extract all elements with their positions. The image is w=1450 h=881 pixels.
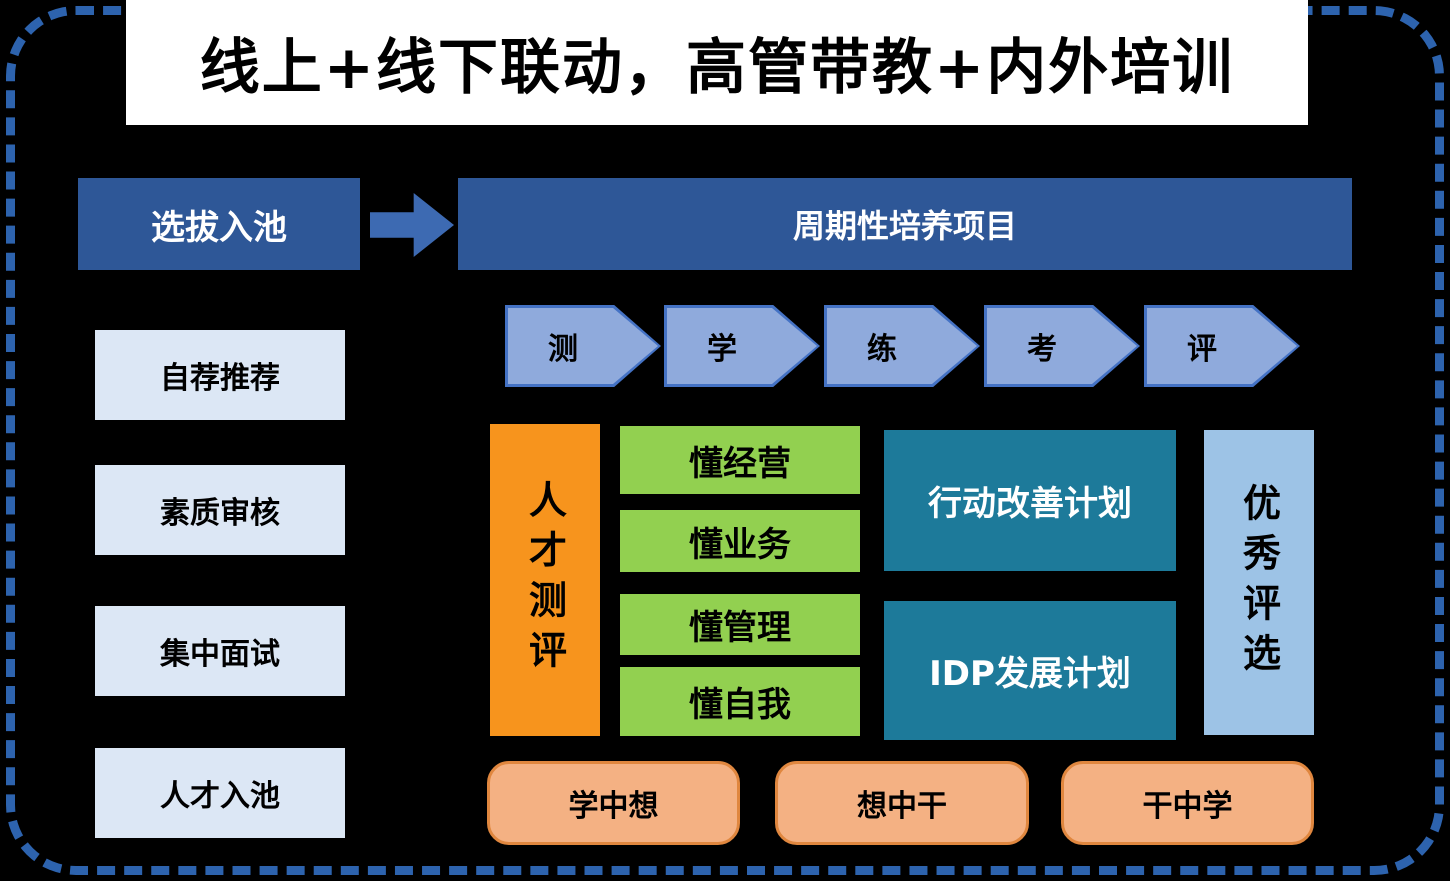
competency-label: 懂管理: [689, 608, 791, 648]
talent-assessment-label: 人才测评: [522, 480, 567, 680]
title-bar: 线上+线下联动，高管带教+内外培训: [126, 0, 1308, 125]
cycle-step-learn-while-doing: 干中学: [1061, 761, 1314, 845]
phase-chevron-label: 测: [508, 308, 658, 384]
selection-step-self-recommendation: 自荐推荐: [95, 330, 345, 420]
selection-step-quality-review: 素质审核: [95, 465, 345, 555]
phase-chevron-test: 测: [505, 305, 661, 387]
phase-chevron-exam: 考: [984, 305, 1140, 387]
selection-step-talent-pool: 人才入池: [95, 748, 345, 838]
competency-box-business: 懂业务: [620, 510, 860, 572]
excellence-selection-box: 优秀评选: [1204, 430, 1314, 735]
talent-assessment-box: 人才测评: [490, 424, 600, 736]
page-title: 线上+线下联动，高管带教+内外培训: [199, 33, 1235, 103]
selection-step-label: 自荐推荐: [160, 361, 280, 396]
cycle-step-label: 想中干: [857, 789, 947, 824]
selection-pool-label: 选拔入池: [151, 207, 287, 248]
phase-chevron-learn: 学: [664, 305, 820, 387]
competency-label: 懂业务: [689, 524, 791, 565]
selection-pool-header: 选拔入池: [78, 178, 360, 270]
cycle-step-label: 干中学: [1142, 789, 1233, 824]
selection-step-label: 素质审核: [160, 496, 280, 531]
selection-step-label: 集中面试: [160, 637, 280, 672]
excellence-selection-label: 优秀评选: [1236, 482, 1281, 683]
plan-label: IDP发展计划: [929, 654, 1131, 694]
cycle-step-do-while-thinking: 想中干: [775, 761, 1029, 845]
program-header-label: 周期性培养项目: [792, 207, 1017, 245]
phase-chevron-label: 练: [827, 308, 977, 384]
action-improvement-plan-box: 行动改善计划: [884, 430, 1176, 571]
right-arrow-icon: [370, 193, 454, 257]
competency-box-management: 懂管理: [620, 594, 860, 655]
phase-chevron-label: 考: [987, 308, 1137, 384]
phase-chevron-label: 学: [667, 308, 817, 384]
competency-label: 懂经营: [689, 443, 791, 484]
cycle-step-label: 学中想: [568, 789, 659, 824]
phase-chevron-practice: 练: [824, 305, 980, 387]
selection-step-label: 人才入池: [160, 779, 280, 814]
selection-step-interview: 集中面试: [95, 606, 345, 696]
phase-chevron-label: 评: [1147, 308, 1297, 384]
competency-box-self: 懂自我: [620, 667, 860, 736]
plan-label: 行动改善计划: [928, 484, 1132, 524]
phase-chevron-evaluate: 评: [1144, 305, 1300, 387]
idp-development-plan-box: IDP发展计划: [884, 601, 1176, 740]
cycle-step-think-while-learning: 学中想: [487, 761, 740, 845]
competency-box-operations: 懂经营: [620, 426, 860, 494]
competency-label: 懂自我: [689, 685, 791, 725]
program-header: 周期性培养项目: [458, 178, 1352, 270]
